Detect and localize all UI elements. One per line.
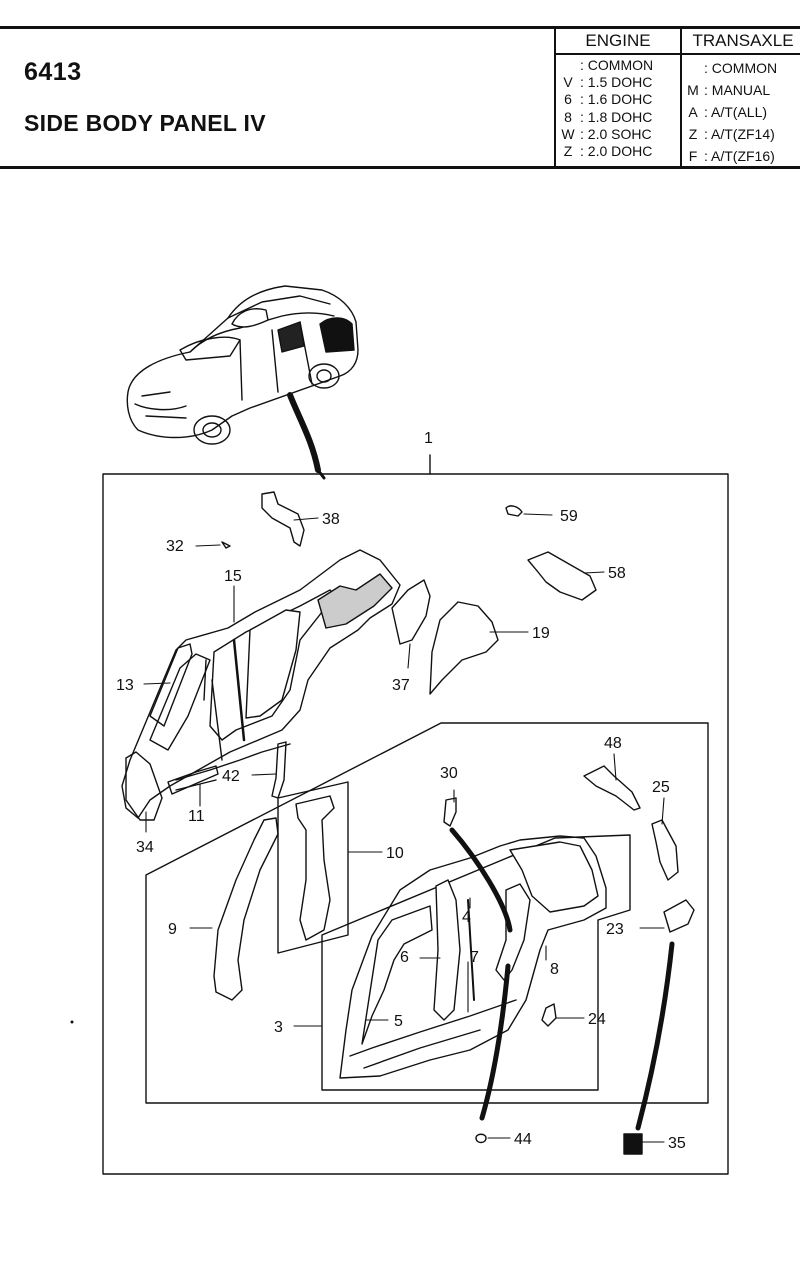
callout-3: 3 <box>274 1019 283 1036</box>
assembly-3-sub-frame <box>321 834 631 1091</box>
transaxle-item: A: A/T(ALL) <box>688 104 768 120</box>
engine-list: : COMMON V: 1.5 DOHC 6: 1.6 DOHC 8: 1.8 … <box>556 55 680 160</box>
section-code: 6413 <box>24 58 82 86</box>
engine-column: ENGINE : COMMON V: 1.5 DOHC 6: 1.6 DOHC … <box>556 29 680 166</box>
assembly-leaders <box>449 827 675 1131</box>
engine-item: Z: 2.0 DOHC <box>563 142 653 159</box>
part-23-shape <box>663 899 695 933</box>
callout-30: 30 <box>440 765 458 782</box>
part-48-shape <box>583 765 641 811</box>
engine-item: 6: 1.6 DOHC <box>564 91 653 108</box>
part-11-shape <box>167 765 219 795</box>
callout-4: 4 <box>462 909 471 926</box>
callout-19: 19 <box>532 625 550 642</box>
callout-6: 6 <box>400 949 409 966</box>
callout-9: 9 <box>168 921 177 938</box>
transaxle-column: TRANSAXLE : COMMON M: MANUAL A: A/T(ALL)… <box>680 29 800 166</box>
part-58-shape <box>527 551 597 601</box>
callout-44: 44 <box>514 1131 532 1148</box>
transaxle-list: : COMMON M: MANUAL A: A/T(ALL) Z: A/T(ZF… <box>682 55 800 167</box>
assembly-1-frame <box>102 454 729 1175</box>
callout-42: 42 <box>222 768 240 785</box>
callout-58: 58 <box>608 565 626 582</box>
engine-item: W: 2.0 SOHC <box>561 125 652 142</box>
transaxle-item: Z: A/T(ZF14) <box>688 126 775 142</box>
callout-34: 34 <box>136 839 154 856</box>
callout-8: 8 <box>550 961 559 978</box>
callout-35: 35 <box>668 1135 686 1152</box>
part-19-shape <box>429 601 499 695</box>
part-32-shape <box>221 541 231 549</box>
car-illustration <box>126 285 359 480</box>
transaxle-item: F: A/T(ZF16) <box>688 148 775 164</box>
engine-item: : COMMON <box>580 57 654 73</box>
engine-item: 8: 1.8 DOHC <box>564 108 653 125</box>
transaxle-item: M: MANUAL <box>687 82 771 98</box>
engine-item: V: 1.5 DOHC <box>563 74 653 91</box>
part-37-shape <box>391 579 431 645</box>
callout-labels: 1 38 59 32 58 15 19 37 13 48 42 30 25 11… <box>116 430 686 1152</box>
callout-32: 32 <box>166 538 184 555</box>
callout-7: 7 <box>470 949 479 966</box>
header-top-rule <box>0 26 800 29</box>
transaxle-heading: TRANSAXLE <box>682 29 800 55</box>
stray-dot <box>70 1020 74 1024</box>
callout-37: 37 <box>392 677 410 694</box>
page-title: SIDE BODY PANEL IV <box>24 110 266 136</box>
part-10-shape <box>295 795 335 941</box>
callout-11: 11 <box>188 808 205 825</box>
part-13-shape <box>149 643 193 727</box>
part-35-shape <box>623 1133 643 1155</box>
part-59-shape <box>505 505 523 517</box>
callout-48: 48 <box>604 735 622 752</box>
upper-side-panel <box>121 549 401 819</box>
callout-leaders <box>143 513 665 1143</box>
header-bottom-rule <box>0 166 800 169</box>
callout-5: 5 <box>394 1013 403 1030</box>
assembly-3-frame <box>145 722 709 1104</box>
callout-38: 38 <box>322 511 340 528</box>
part-44-shape <box>475 1133 487 1144</box>
lower-side-panel <box>339 835 607 1079</box>
callout-10: 10 <box>386 845 404 862</box>
part-42-shape <box>271 741 287 799</box>
callout-24: 24 <box>588 1011 606 1028</box>
part-25-shape <box>651 819 679 881</box>
spec-table: ENGINE : COMMON V: 1.5 DOHC 6: 1.6 DOHC … <box>554 29 800 166</box>
callout-59: 59 <box>560 508 578 525</box>
transaxle-item: : COMMON <box>704 60 778 76</box>
callout-15: 15 <box>224 568 242 585</box>
part-9-shape <box>213 817 279 1001</box>
engine-heading: ENGINE <box>556 29 680 55</box>
part-10-box <box>277 781 349 954</box>
callout-25: 25 <box>652 779 670 796</box>
callout-1: 1 <box>424 430 433 447</box>
part-24-shape <box>541 1003 557 1027</box>
part-38-shape <box>261 491 305 547</box>
part-34-shape <box>125 751 163 821</box>
callout-13: 13 <box>116 677 134 694</box>
callout-23: 23 <box>606 921 624 938</box>
